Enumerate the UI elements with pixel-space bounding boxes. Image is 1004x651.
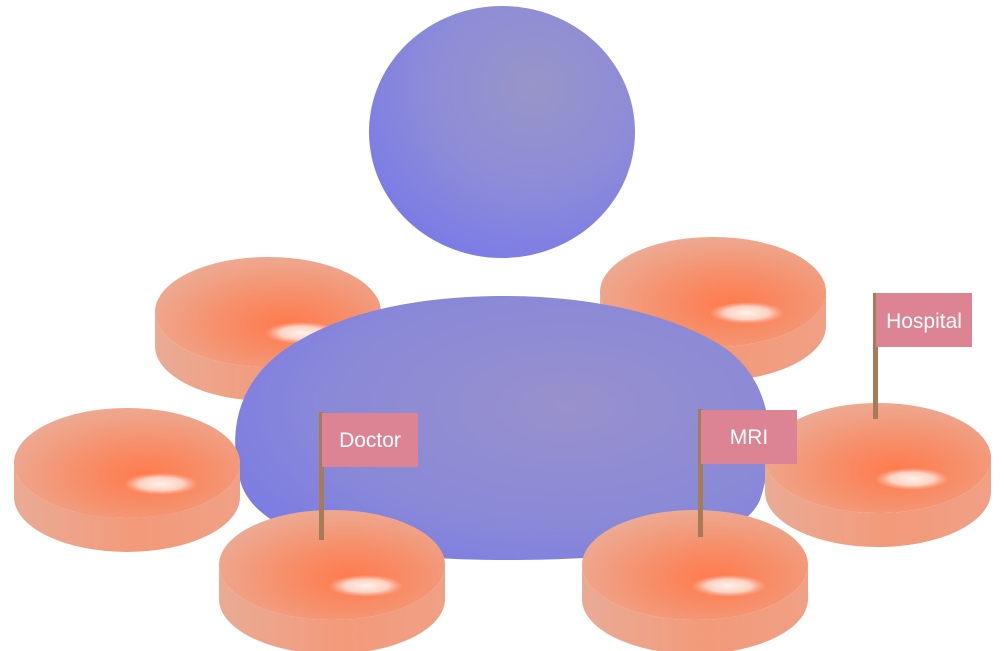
platform-bottom-left-side — [219, 565, 445, 651]
flag-mri-banner — [701, 410, 797, 464]
flag-hospital-label: Hospital — [886, 310, 962, 333]
platform-bottom-right-side — [582, 565, 808, 651]
platform-middle-right-side — [765, 458, 991, 547]
flag-doctor-label: Doctor — [339, 429, 401, 452]
flag-hospital: Hospital — [873, 293, 972, 419]
platform-bottom-right-top — [582, 510, 808, 620]
platform-top-right-highlight — [709, 301, 785, 324]
person-head — [369, 6, 635, 258]
platform-middle-left-highlight — [123, 472, 199, 495]
flag-doctor-banner — [322, 413, 418, 467]
flag-doctor: Doctor — [319, 412, 418, 540]
platform-bottom-right — [582, 510, 808, 651]
platform-middle-right-top — [765, 403, 991, 513]
flag-doctor-pole — [319, 412, 324, 540]
flag-mri: MRI — [698, 409, 797, 537]
platform-middle-left-side — [14, 463, 240, 552]
person-body — [235, 296, 770, 560]
flag-hospital-pole — [873, 293, 878, 419]
platform-bottom-right-highlight — [691, 574, 767, 597]
platform-middle-left-top — [14, 408, 240, 518]
flag-hospital-banner — [876, 293, 972, 347]
platform-middle-right — [765, 403, 991, 547]
flag-mri-label: MRI — [730, 426, 769, 449]
platform-bottom-left-highlight — [328, 574, 404, 597]
platform-bottom-left — [219, 510, 445, 651]
platform-middle-right-highlight — [874, 467, 950, 490]
platform-bottom-left-top — [219, 510, 445, 620]
platform-middle-left — [14, 408, 240, 552]
flag-mri-pole — [698, 409, 703, 537]
